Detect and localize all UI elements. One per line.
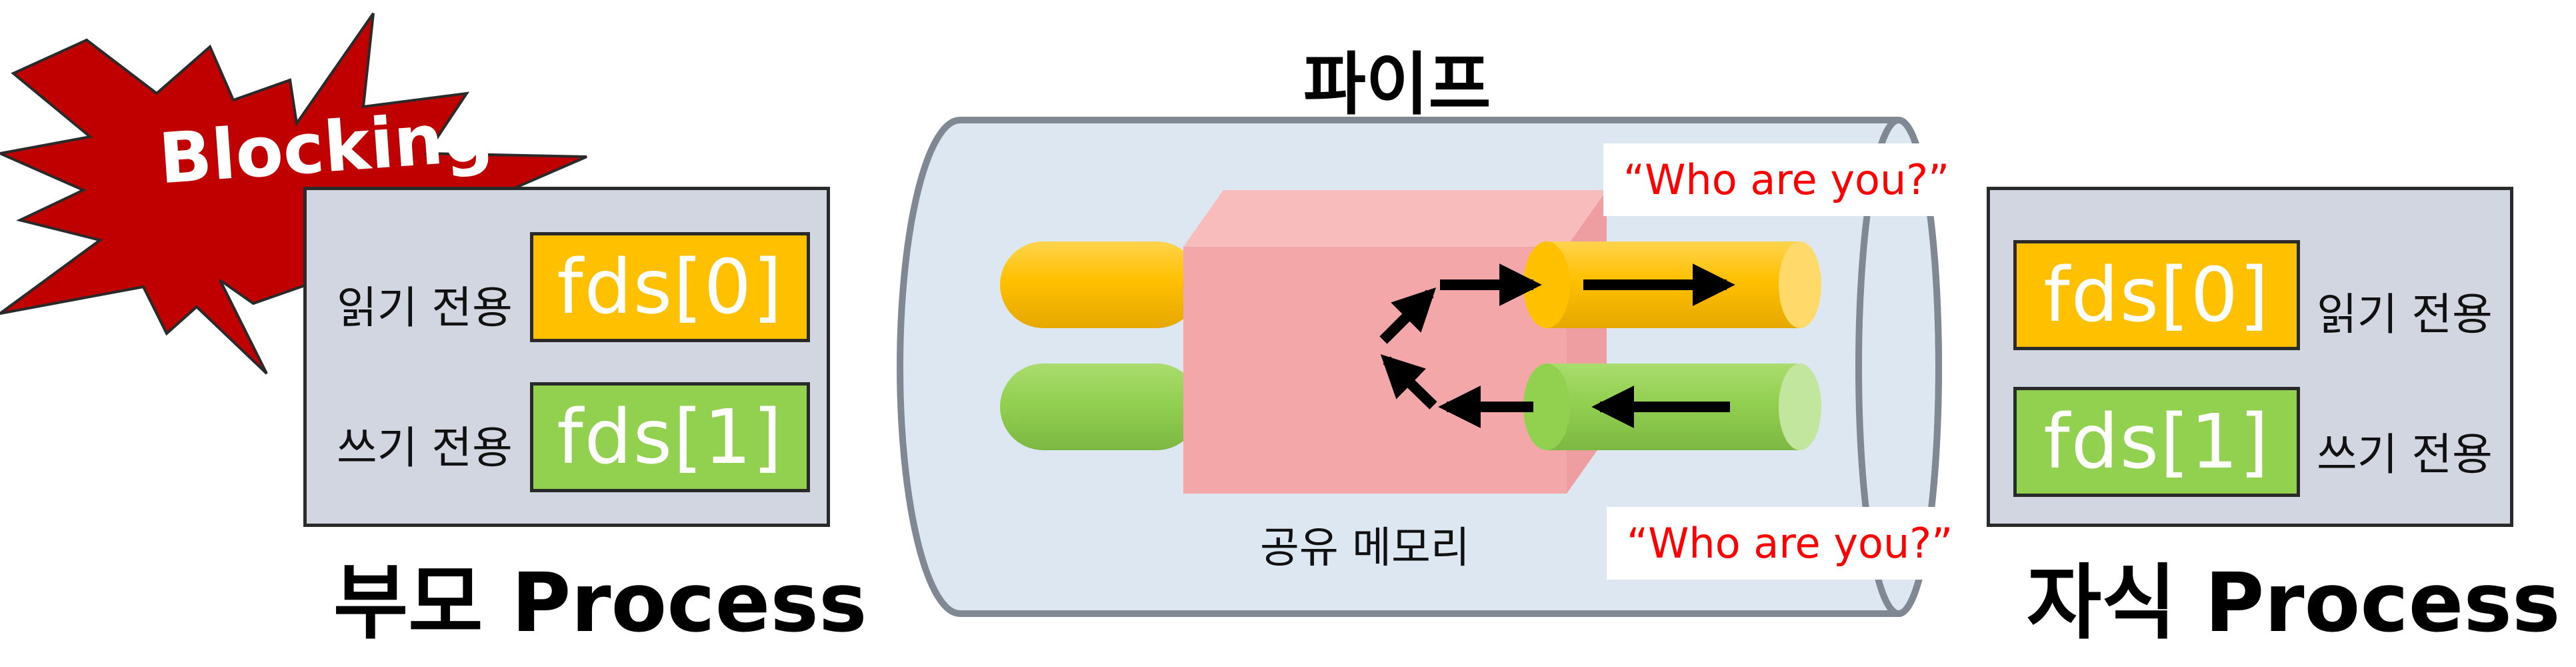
data-flow-arrows (1379, 263, 1735, 428)
parent-write-fd: fds[1] (530, 382, 810, 492)
parent-read-label: 읽기 전용 (337, 282, 513, 334)
child-write-label: 쓰기 전용 (2317, 429, 2493, 480)
message-top: “Who are you?” (1603, 143, 1949, 216)
parent-process-title: 부모 Process (333, 556, 867, 650)
parent-read-fd: fds[0] (530, 232, 810, 342)
child-write-fd: fds[1] (2013, 387, 2300, 497)
right-read-tube (1523, 241, 1821, 328)
left-read-tube (1000, 241, 1200, 328)
arrow-loop-diag-down (1380, 354, 1437, 410)
child-read-label: 읽기 전용 (2317, 289, 2493, 340)
shared-memory-label: 공유 메모리 (1260, 524, 1470, 573)
pipe-title: 파이프 (1303, 45, 1491, 125)
message-bottom: “Who are you?” (1607, 507, 1953, 580)
child-process-title: 자식 Process (2027, 556, 2561, 650)
child-read-fd: fds[0] (2013, 240, 2300, 350)
left-write-tube (1000, 364, 1200, 450)
parent-write-label: 쓰기 전용 (337, 422, 513, 474)
arrow-loop-diag-up (1379, 287, 1437, 344)
